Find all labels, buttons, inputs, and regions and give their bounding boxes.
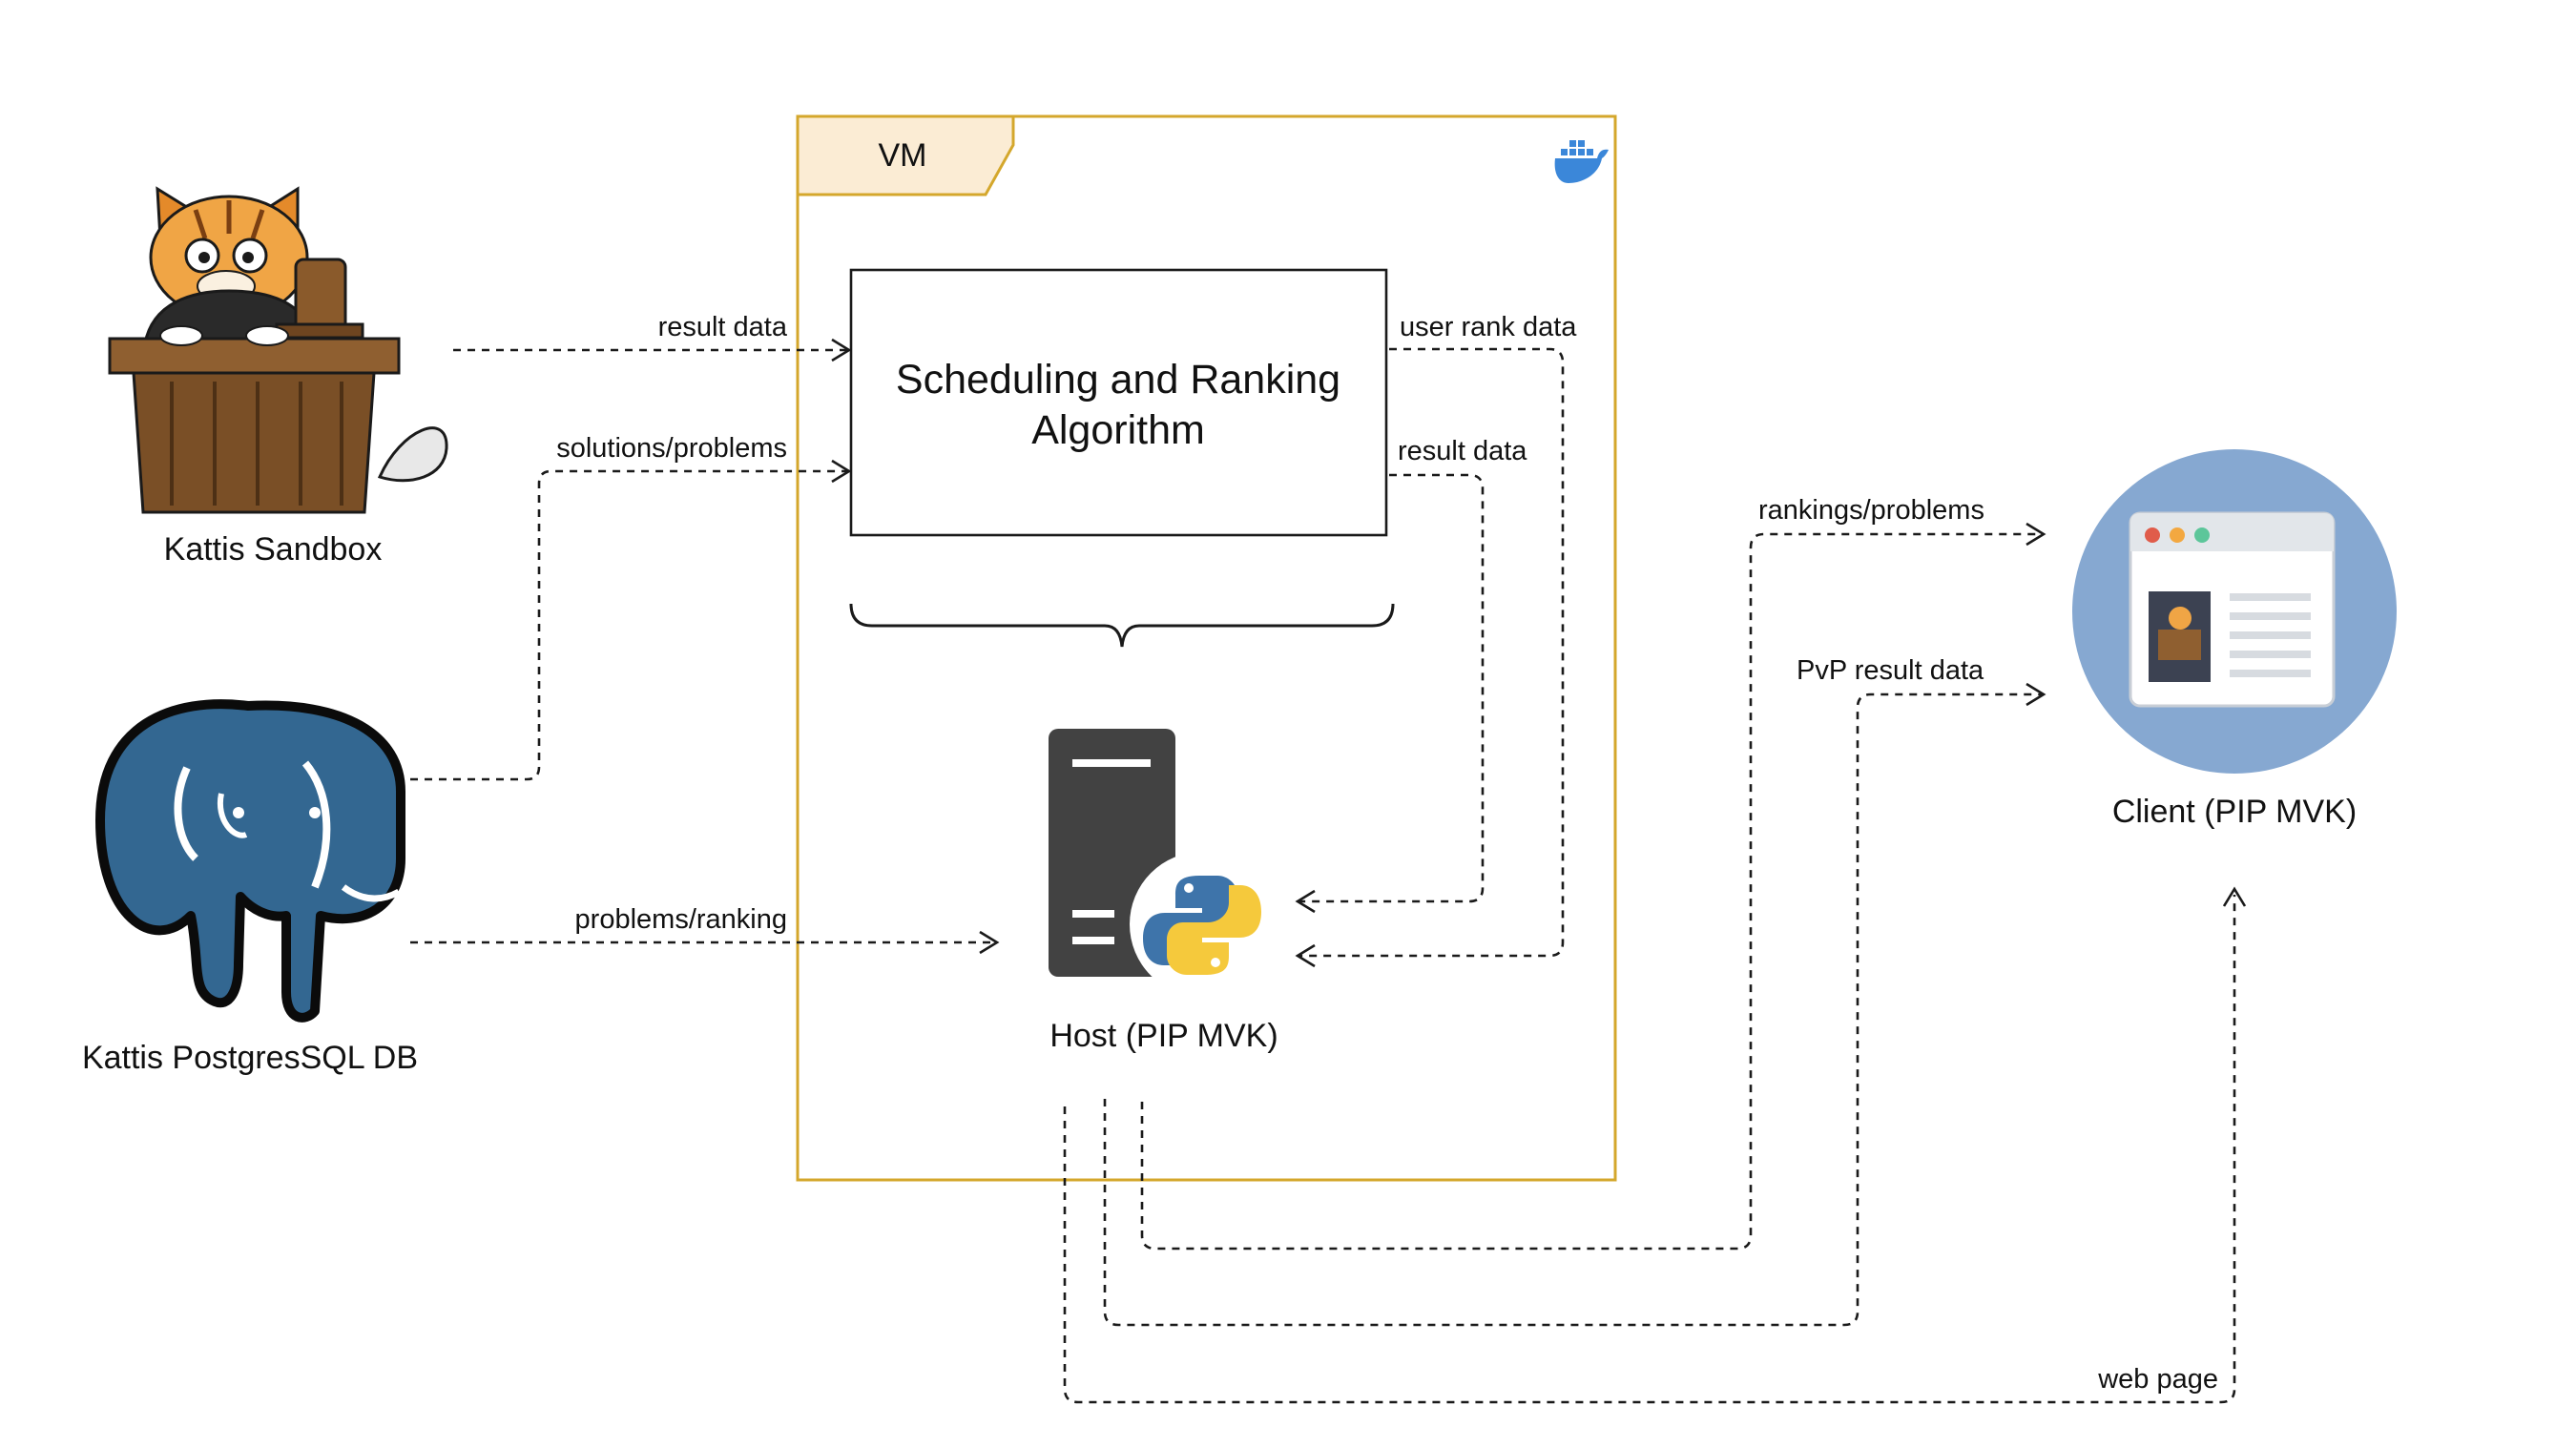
- curly-brace: [849, 603, 1395, 648]
- edge-sandbox-to-algorithm: result data: [453, 312, 852, 362]
- vm-label: VM: [879, 137, 927, 174]
- algorithm-box: Scheduling and Ranking Algorithm: [849, 268, 1388, 537]
- judge-cat-icon: [108, 186, 448, 514]
- vm-container: VM: [796, 114, 1617, 1182]
- algorithm-title-line1: Scheduling and Ranking: [896, 357, 1340, 403]
- algorithm-title-line2: Algorithm: [1031, 407, 1205, 453]
- edge-algorithm-to-host-rank: user rank data: [1295, 312, 1577, 968]
- edge-db-to-algorithm: solutions/problems: [410, 433, 852, 781]
- edge-host-to-client-web: web page: [1063, 886, 2247, 1404]
- edge-label-pvp-result-data: PvP result data: [1797, 655, 1984, 686]
- edge-label-solutions-problems: solutions/problems: [556, 433, 787, 464]
- edge-label-web-page: web page: [2097, 1364, 2218, 1395]
- vm-tab: [796, 114, 1015, 196]
- edge-label-result-data-out: result data: [1398, 436, 1527, 466]
- edge-label-result-data-in: result data: [658, 312, 788, 342]
- edge-algorithm-to-host-result: result data: [1295, 436, 1527, 914]
- sandbox-label: Kattis Sandbox: [164, 531, 383, 568]
- python-logo-icon: [1130, 852, 1275, 997]
- edge-label-rankings-problems: rankings/problems: [1758, 495, 1984, 526]
- client-label: Client (PIP MVK): [2112, 794, 2357, 830]
- edge-db-to-host: problems/ranking: [410, 904, 1000, 955]
- edge-host-to-client-pvp: PvP result data: [1103, 655, 2046, 1327]
- edge-host-to-client-rankings: rankings/problems: [1140, 495, 2046, 1251]
- postgresql-elephant-icon: [95, 699, 405, 1023]
- edge-label-user-rank-data: user rank data: [1400, 312, 1577, 342]
- edge-label-problems-ranking: problems/ranking: [575, 904, 787, 935]
- database-label: Kattis PostgresSQL DB: [82, 1040, 418, 1076]
- browser-window-icon: [2072, 449, 2397, 774]
- docker-whale-icon: [1554, 140, 1609, 183]
- host-label: Host (PIP MVK): [1049, 1018, 1278, 1054]
